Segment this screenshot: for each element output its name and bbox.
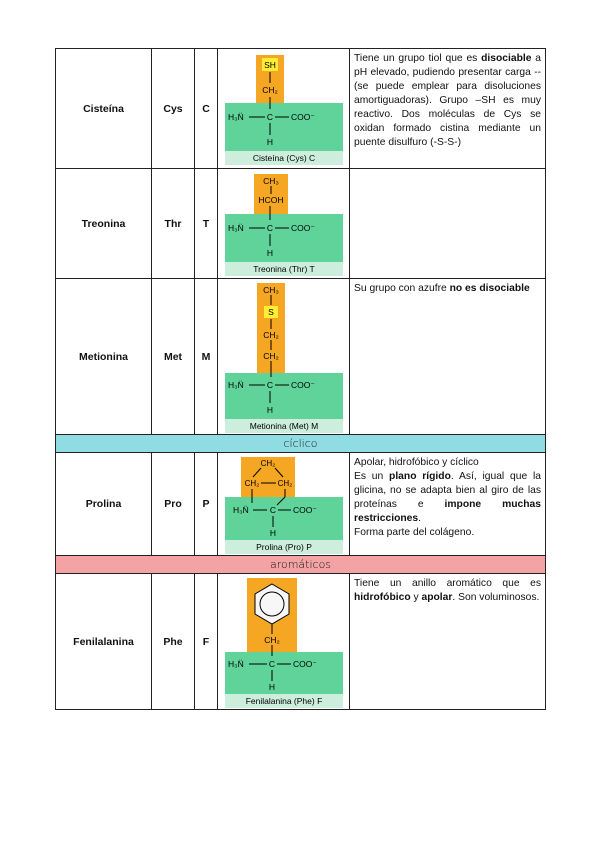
- amino-acid-code: F: [194, 573, 218, 710]
- svg-text:H: H: [268, 682, 274, 692]
- separator-ciclico: cíclico: [55, 434, 546, 453]
- description: Su grupo con azufre no es disociable: [349, 278, 546, 435]
- svg-text:CH₂: CH₂: [244, 479, 259, 488]
- amino-acid-table: Cisteína Cys C SH CH₂ H₃N̈ C COO⁻: [55, 48, 546, 710]
- svg-text:H₃N̈: H₃N̈: [228, 112, 244, 122]
- table-row: Fenilalanina Phe F CH₂ H₃N̈ C COO⁻: [55, 573, 546, 710]
- description-bold-text: hidrofóbico: [354, 592, 411, 603]
- svg-text:CH₂: CH₂: [264, 635, 280, 645]
- description-text: Apolar, hidrofóbico y cíclico: [354, 457, 479, 468]
- svg-text:C: C: [266, 380, 272, 390]
- description: Tiene un grupo tiol que es disociable a …: [349, 48, 546, 169]
- description-bold-text: no es disociable: [449, 283, 530, 294]
- svg-text:S: S: [268, 307, 274, 317]
- amino-acid-abbr: Thr: [151, 168, 195, 279]
- structure-caption: Fenilalanina (Phe) F: [245, 696, 322, 706]
- svg-text:CH₂: CH₂: [277, 479, 292, 488]
- amino-acid-abbr: Phe: [151, 573, 195, 710]
- description-text: Tiene un anillo aromático que es: [354, 578, 541, 589]
- description-text: y: [410, 592, 422, 603]
- svg-text:HCOH: HCOH: [258, 195, 283, 205]
- svg-text:H: H: [266, 248, 272, 258]
- methionine-structure: CH₃ S CH₂ CH₂ H₃N̈ C COO⁻ H: [224, 282, 343, 433]
- description: Apolar, hidrofóbico y cíclico Es un plano…: [349, 452, 546, 556]
- table-row: Prolina Pro P CH₂ CH₂ CH₂ H₃N̈: [55, 452, 546, 556]
- description-text: .: [418, 513, 421, 524]
- description-text: a pH elevado, pudiendo presentar carga -…: [354, 53, 542, 148]
- amino-acid-code: M: [194, 278, 218, 435]
- svg-text:H: H: [269, 528, 275, 538]
- threonine-structure: CH₃ HCOH H₃N̈ C COO⁻ H Treonina (Thr) T: [224, 173, 343, 276]
- svg-text:SH: SH: [264, 60, 276, 70]
- cysteine-structure: SH CH₂ H₃N̈ C COO⁻ H Cisteína (Cys) C: [224, 54, 343, 165]
- svg-text:H₃N̈: H₃N̈: [233, 505, 249, 515]
- structure-caption: Treonina (Thr) T: [253, 264, 314, 274]
- svg-text:CH₂: CH₂: [260, 459, 275, 468]
- amino-acid-name: Metionina: [55, 278, 152, 435]
- proline-structure: CH₂ CH₂ CH₂ H₃N̈ C COO⁻: [224, 456, 343, 554]
- svg-text:CH₃: CH₃: [263, 176, 279, 186]
- description-bold-text: disociable: [481, 53, 532, 64]
- structure-cell: CH₃ S CH₂ CH₂ H₃N̈ C COO⁻ H: [217, 278, 350, 435]
- svg-text:CH₂: CH₂: [263, 330, 279, 340]
- structure-caption: Metionina (Met) M: [249, 421, 318, 431]
- amino-acid-abbr: Met: [151, 278, 195, 435]
- table-row: Metionina Met M CH₃ S CH₂ CH₂ H₃N̈: [55, 278, 546, 435]
- description-text: Tiene un grupo tiol que es: [354, 53, 482, 64]
- amino-acid-abbr: Pro: [151, 452, 195, 556]
- amino-acid-name: Cisteína: [55, 48, 152, 169]
- amino-acid-name: Treonina: [55, 168, 152, 279]
- amino-acid-code: T: [194, 168, 218, 279]
- svg-text:H: H: [266, 137, 272, 147]
- description-bold-text: impone muchas restricciones: [354, 499, 541, 524]
- amino-acid-name: Fenilalanina: [55, 573, 152, 710]
- structure-caption: Cisteína (Cys) C: [252, 153, 314, 163]
- description-bold-text: plano rígido: [389, 471, 451, 482]
- description-text: Su grupo con azufre: [354, 283, 450, 294]
- svg-text:COO⁻: COO⁻: [293, 659, 317, 669]
- table-row: Treonina Thr T CH₃ HCOH H₃N̈ C COO⁻: [55, 168, 546, 279]
- separator-row: cíclico: [55, 434, 546, 453]
- separator-row: aromáticos: [55, 555, 546, 574]
- svg-text:CH₂: CH₂: [263, 351, 279, 361]
- description-bold-text: apolar: [421, 592, 453, 603]
- phenylalanine-structure: CH₂ H₃N̈ C COO⁻ H Fenilalanina (Phe) F: [224, 577, 343, 708]
- svg-text:COO⁻: COO⁻: [291, 380, 315, 390]
- svg-text:COO⁻: COO⁻: [293, 505, 317, 515]
- svg-text:CH₂: CH₂: [262, 85, 278, 95]
- structure-cell: CH₂ CH₂ CH₂ H₃N̈ C COO⁻: [217, 452, 350, 556]
- description: Tiene un anillo aromático que es hidrofó…: [349, 573, 546, 710]
- description-text: Es un: [354, 471, 390, 482]
- svg-text:COO⁻: COO⁻: [291, 112, 315, 122]
- svg-text:H₃N̈: H₃N̈: [228, 223, 244, 233]
- description: [349, 168, 546, 279]
- description-text: . Así, igual que la glicina, no se adapt…: [354, 471, 541, 510]
- amino-acid-code: P: [194, 452, 218, 556]
- description-text: . Son voluminosos.: [452, 592, 540, 603]
- svg-text:H₃N̈: H₃N̈: [228, 659, 244, 669]
- svg-text:C: C: [269, 505, 275, 515]
- structure-cell: SH CH₂ H₃N̈ C COO⁻ H Cisteína (Cys) C: [217, 48, 350, 169]
- separator-aromaticos: aromáticos: [55, 555, 546, 574]
- svg-text:CH₃: CH₃: [263, 285, 279, 295]
- svg-text:C: C: [266, 223, 272, 233]
- structure-cell: CH₃ HCOH H₃N̈ C COO⁻ H Treonina (Thr) T: [217, 168, 350, 279]
- svg-text:H: H: [266, 405, 272, 415]
- structure-cell: CH₂ H₃N̈ C COO⁻ H Fenilalanina (Phe) F: [217, 573, 350, 710]
- svg-text:C: C: [266, 112, 272, 122]
- svg-text:COO⁻: COO⁻: [291, 223, 315, 233]
- description-text: Forma parte del colágeno.: [354, 527, 475, 538]
- table-row: Cisteína Cys C SH CH₂ H₃N̈ C COO⁻: [55, 48, 546, 169]
- amino-acid-name: Prolina: [55, 452, 152, 556]
- structure-caption: Prolina (Pro) P: [256, 542, 312, 552]
- amino-acid-abbr: Cys: [151, 48, 195, 169]
- svg-text:H₃N̈: H₃N̈: [228, 380, 244, 390]
- amino-acid-code: C: [194, 48, 218, 169]
- svg-text:C: C: [268, 659, 274, 669]
